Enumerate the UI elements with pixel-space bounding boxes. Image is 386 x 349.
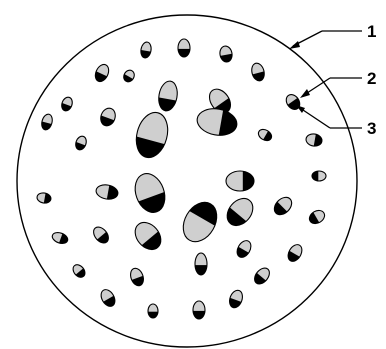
grain (95, 182, 120, 202)
grain (147, 304, 159, 319)
callout-3: 3 (296, 105, 376, 138)
grain (129, 169, 171, 218)
grain (120, 68, 137, 85)
grain (70, 262, 89, 281)
grain (127, 266, 147, 289)
grain (194, 253, 208, 276)
callout-label-1: 1 (367, 22, 376, 41)
grain (195, 105, 240, 140)
grain (90, 224, 113, 248)
grain (311, 170, 326, 182)
grain (305, 132, 324, 149)
callout-label-3: 3 (367, 119, 376, 138)
outline-circle (17, 15, 357, 347)
callout-1: 1 (289, 22, 376, 49)
grain (59, 95, 75, 113)
grain (97, 106, 119, 129)
grain (177, 39, 191, 58)
grain (256, 126, 275, 144)
grain (250, 265, 273, 289)
grain (176, 195, 225, 248)
grain (306, 207, 328, 228)
grain (36, 191, 53, 205)
grain (130, 109, 173, 163)
grain (155, 79, 180, 113)
grain (192, 301, 206, 320)
grain (139, 41, 154, 60)
grain (73, 134, 89, 152)
grain (50, 230, 70, 247)
grain (249, 61, 267, 83)
grain (97, 287, 119, 310)
grain (221, 193, 259, 232)
grain (284, 242, 306, 265)
grain (270, 193, 296, 219)
grain (233, 238, 255, 261)
grain (39, 113, 55, 133)
grain (129, 217, 167, 256)
grain-group (36, 39, 327, 320)
grain (226, 170, 255, 192)
callout-2: 2 (300, 69, 376, 98)
grain (91, 62, 112, 85)
callout-label-2: 2 (367, 69, 376, 88)
grain (226, 288, 246, 311)
grain (218, 45, 235, 64)
